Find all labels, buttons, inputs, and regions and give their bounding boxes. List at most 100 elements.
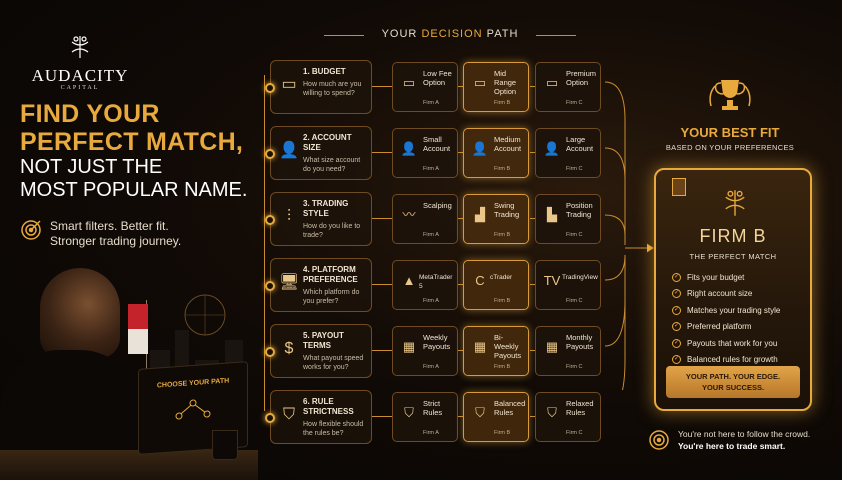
option-card[interactable]: ▲ MetaTrader 5 Firm A — [392, 260, 458, 310]
best-fit-match: THE PERFECT MATCH — [689, 252, 777, 261]
option-firm: Firm C — [566, 364, 583, 370]
best-fit-checklist: ✓Fits your budget✓Right account size✓Mat… — [672, 269, 780, 368]
option-connector — [458, 86, 463, 87]
option-firm: Firm C — [566, 430, 583, 436]
timeline-dot — [265, 347, 275, 357]
option-card[interactable]: ▭ Low Fee Option Firm A — [392, 62, 458, 112]
option-label: Monthly Payouts — [566, 333, 594, 351]
timeline-dot — [265, 149, 275, 159]
step-connector — [372, 284, 392, 285]
option-card[interactable]: ▦ Weekly Payouts Firm A — [392, 326, 458, 376]
best-fit-title: YOUR BEST FIT — [680, 125, 780, 140]
checklist-text: Fits your budget — [687, 272, 745, 282]
option-label: Low Fee Option — [423, 69, 452, 87]
tagline-line-1: Smart filters. Better fit. — [50, 219, 169, 233]
step-description: What size account do you need? — [303, 157, 361, 173]
option-connector — [458, 416, 463, 417]
option-connector — [458, 152, 463, 153]
option-firm: Firm B — [494, 232, 511, 238]
option-connector — [530, 152, 535, 153]
brand-subtitle: CAPITAL — [60, 85, 100, 91]
user-icon: 👤 — [471, 141, 489, 156]
option-card[interactable]: ▭ Mid Range Option Firm B — [463, 62, 529, 112]
option-label: Relaxed Rules — [566, 399, 594, 417]
person-silhouette — [40, 268, 120, 358]
option-card[interactable]: ⛉ Balanced Rules Firm B — [463, 392, 529, 442]
timeline-dot — [265, 215, 275, 225]
target-icon — [21, 220, 41, 240]
checklist-text: Right account size — [687, 289, 753, 299]
timeline-dot — [265, 413, 275, 423]
option-card[interactable]: ⛉ Relaxed Rules Firm C — [535, 392, 601, 442]
step-description: Which platform do you prefer? — [303, 289, 360, 305]
option-firm: Firm C — [566, 232, 583, 238]
step-description: How do you like to trade? — [303, 223, 361, 239]
checklist-item: ✓ Payouts that work for you — [672, 335, 780, 352]
step-connector — [372, 152, 392, 153]
singapore-flag-icon — [128, 304, 148, 354]
wallet-icon: ▭ — [545, 75, 559, 90]
step-card[interactable]: $ 5. PAYOUT TERMS What payout speed work… — [265, 324, 372, 378]
option-firm: Firm A — [423, 100, 439, 106]
step-title: 4. PLATFORM PREFERENCE — [303, 265, 358, 284]
check-icon: ✓ — [672, 322, 681, 332]
step-card[interactable]: ▭ 1. BUDGET How much are you willing to … — [265, 60, 372, 114]
option-firm: Firm A — [423, 430, 439, 436]
bar-chart-icon: ▙ — [547, 207, 557, 222]
check-icon: ✓ — [672, 305, 681, 315]
trophy-icon — [709, 80, 751, 110]
best-fit-firm: FIRM B — [699, 226, 767, 246]
option-card[interactable]: ▦ Bi-Weekly Payouts Firm B — [463, 326, 529, 376]
option-card[interactable]: 👤 Large Account Firm C — [535, 128, 601, 178]
decision-row: ⛉ 6. RULE STRICTNESS How flexible should… — [265, 390, 605, 444]
step-description: How much are you willing to spend? — [303, 81, 362, 97]
tagline: Smart filters. Better fit. Stronger trad… — [20, 219, 260, 249]
option-card[interactable]: ▭ Premium Option Firm C — [535, 62, 601, 112]
best-fit-subtitle: BASED ON YOUR PREFERENCES — [665, 143, 795, 152]
checklist-text: Balanced rules for growth — [687, 355, 778, 365]
check-icon: ✓ — [672, 289, 681, 299]
option-card[interactable]: ▟ Swing Trading Firm B — [463, 194, 529, 244]
checklist-item: ✓ Right account size — [672, 286, 780, 303]
option-card[interactable]: ▙ Position Trading Firm C — [535, 194, 601, 244]
headline: FIND YOUR PERFECT MATCH, NOT JUST THE MO… — [20, 100, 260, 202]
option-label: Small Account — [423, 135, 451, 153]
target-icon — [649, 430, 669, 450]
user-icon: 👤 — [279, 142, 299, 159]
timeline-line — [264, 75, 265, 411]
best-fit-card: FIRM B THE PERFECT MATCH ✓Fits your budg… — [654, 168, 812, 411]
option-card[interactable]: 〰 Scalping Firm A — [392, 194, 458, 244]
option-card[interactable]: 👤 Small Account Firm A — [392, 128, 458, 178]
headline-line-1: FIND YOUR — [20, 100, 160, 128]
checklist-text: Payouts that work for you — [687, 338, 778, 348]
option-firm: Firm C — [566, 166, 583, 172]
calendar-icon: ▦ — [402, 339, 416, 354]
checklist-item: ✓Fits your budget — [672, 269, 780, 286]
shield-check-icon: ⛉ — [547, 405, 557, 420]
wallet-icon: ▭ — [281, 76, 297, 93]
option-firm: Firm B — [494, 100, 511, 106]
step-card[interactable]: 🖥 4. PLATFORM PREFERENCE Which platform … — [265, 258, 372, 312]
option-card[interactable]: ▦ Monthly Payouts Firm C — [535, 326, 601, 376]
step-card[interactable]: 👤 2. ACCOUNT SIZE What size account do y… — [265, 126, 372, 180]
step-title: 2. ACCOUNT SIZE — [303, 133, 352, 152]
option-connector — [530, 350, 535, 351]
shield-icon: ⛉ — [282, 406, 295, 423]
footer-line-1: You're not here to follow the crowd. — [678, 429, 811, 439]
option-firm: Firm A — [423, 166, 439, 172]
step-connector — [372, 350, 392, 351]
checklist-text: Preferred platform — [687, 322, 752, 332]
tradingview-icon: TV — [543, 273, 561, 288]
decision-path-title: YOUR DECISION PATH — [324, 28, 576, 40]
option-card[interactable]: C cTrader Firm B — [463, 260, 529, 310]
step-card[interactable]: ⫶ 3. TRADING STYLE How do you like to tr… — [265, 192, 372, 246]
option-card[interactable]: ⛉ Strict Rules Firm A — [392, 392, 458, 442]
path-nodes-icon — [175, 399, 211, 420]
shield-check-icon: ⛉ — [404, 405, 414, 420]
option-card[interactable]: 👤 Medium Account Firm B — [463, 128, 529, 178]
step-card[interactable]: ⛉ 6. RULE STRICTNESS How flexible should… — [265, 390, 372, 444]
bar-chart-icon: ▟ — [475, 207, 485, 222]
option-label: Weekly Payouts — [423, 333, 451, 351]
option-card[interactable]: TV TradingView Firm C — [535, 260, 601, 310]
check-icon: ✓ — [672, 338, 681, 348]
